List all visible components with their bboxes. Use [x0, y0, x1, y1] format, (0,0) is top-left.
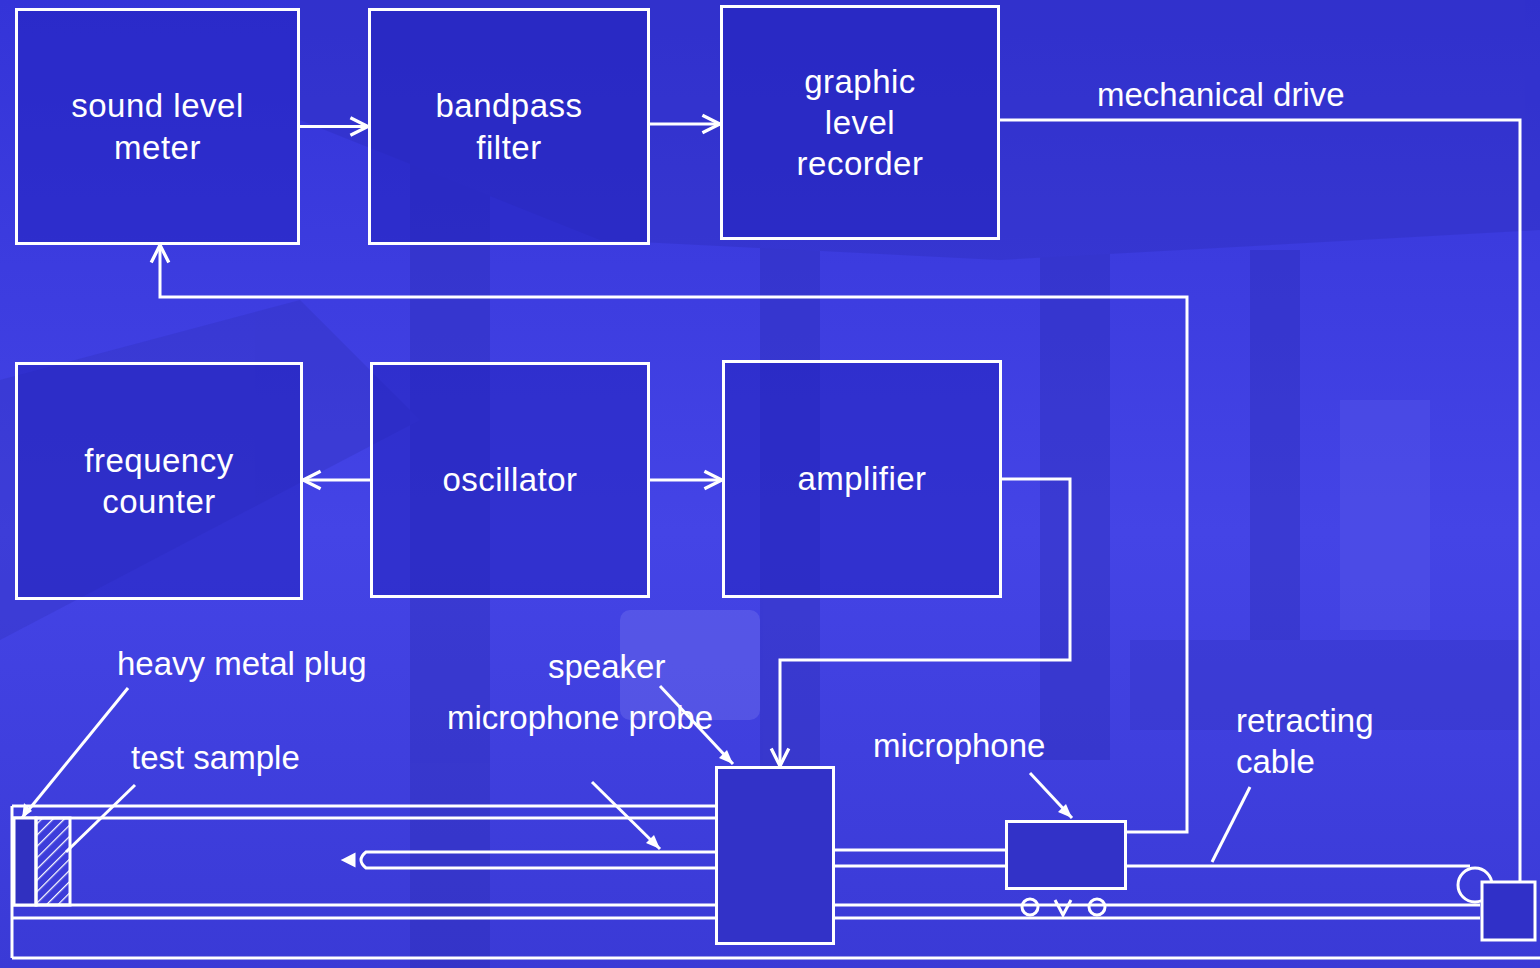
part-label: heavy metal plug — [117, 643, 366, 684]
box-label: sound level meter — [35, 85, 280, 168]
signal-connector — [160, 245, 1187, 832]
signal-connector — [303, 479, 370, 482]
box-label: oscillator — [442, 459, 577, 500]
signal-connector — [650, 479, 722, 482]
box-label: graphic level recorder — [775, 61, 945, 185]
box-label: frequency counter — [49, 440, 269, 523]
box-label: amplifier — [797, 458, 926, 499]
instrument-box: frequency counter — [15, 362, 303, 600]
speaker-box: speaker — [715, 766, 835, 945]
signal-connector — [650, 123, 720, 126]
tube-apparatus — [12, 120, 1540, 958]
part-label: mechanical drive — [1097, 74, 1345, 115]
part-label: test sample — [131, 737, 300, 778]
instrument-box: amplifier — [722, 360, 1002, 598]
callout-label: microphone — [873, 726, 1045, 766]
part-label: retracting cable — [1236, 700, 1416, 783]
box-label: bandpass filter — [409, 85, 609, 168]
microphone-cart: microphone — [1005, 820, 1127, 890]
part-label: microphone probe — [447, 697, 713, 738]
instrument-box: bandpass filter — [368, 8, 650, 245]
instrument-box: sound level meter — [15, 8, 300, 245]
signal-connector — [300, 125, 368, 128]
callout-label: speaker — [548, 647, 665, 687]
instrument-box: graphic level recorder — [720, 5, 1000, 240]
instrument-box: oscillator — [370, 362, 650, 598]
